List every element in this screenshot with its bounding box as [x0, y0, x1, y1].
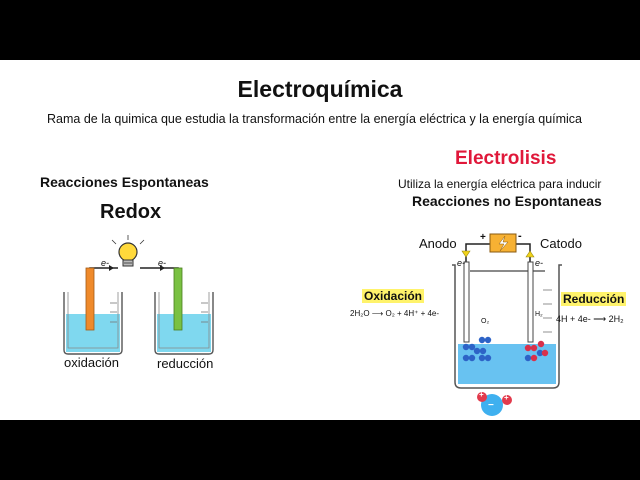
reduction-beaker-label: reducción [157, 356, 214, 371]
slide: Electroquímica Rama de la quimica que es… [0, 60, 640, 420]
letterbox-bottom [0, 420, 640, 480]
hydrogen-molecules [524, 340, 549, 362]
spontaneous-heading: Reacciones Espontaneas [40, 174, 209, 190]
oxidation-beaker-label: oxidación [64, 355, 119, 370]
electron-label-left: e- [101, 258, 110, 268]
left-beaker [63, 267, 123, 355]
lightning-icon [498, 235, 509, 252]
redox-label: Redox [100, 201, 162, 223]
anode-electrode [85, 267, 95, 331]
oxygen-molecules [462, 336, 492, 362]
reduction-equation: 4H + 4e- ⟶ 2H₂ [556, 314, 624, 324]
page-title: Electroquímica [237, 76, 403, 102]
cathode-rod [527, 261, 534, 343]
battery-minus-sign: - [518, 230, 522, 242]
right-beaker [154, 267, 214, 355]
arrow-cathode [525, 250, 535, 258]
electron-label-right: e- [158, 258, 167, 268]
galvanic-cell [63, 235, 214, 355]
reduction-highlight: Reducción [561, 292, 627, 306]
anode-label: Anodo [419, 236, 457, 251]
beaker-outline [452, 264, 562, 389]
wire-cathode [516, 243, 531, 262]
electrolysis-cell [452, 233, 562, 416]
cathode-label: Catodo [540, 236, 582, 251]
o2-label: O₂ [481, 318, 490, 325]
ion-minus: − [488, 400, 494, 411]
h2-label: H₂ [535, 311, 543, 318]
oxidation-label: Oxidación [362, 289, 425, 303]
non-spontaneous-heading: Reacciones no Espontaneas [412, 193, 602, 209]
battery-plus-sign: + [480, 232, 486, 243]
electron-label-anode: e- [457, 258, 466, 268]
reduction-label: Reducción [561, 292, 627, 306]
letterbox-top [0, 0, 640, 60]
ion-plus-left: + [479, 390, 484, 399]
electron-label-cathode: e- [535, 258, 544, 268]
arrow-right-wire [160, 265, 165, 271]
oxidation-highlight: Oxidación [362, 289, 425, 303]
cathode-electrode [173, 267, 183, 331]
oxidation-equation: 2H₂O ⟶ O₂ + 4H⁺ + 4e- [350, 309, 440, 318]
wire-right [140, 267, 179, 282]
electrolysis-title: Electrolisis [455, 148, 557, 169]
arrow-left-wire [109, 265, 114, 271]
arrow-anode [461, 250, 471, 258]
page-subtitle: Rama de la quimica que estudia la transf… [47, 112, 583, 126]
wire-anode [465, 243, 490, 262]
diagram-art [63, 233, 562, 416]
water-molecule-icon [477, 392, 512, 416]
lightbulb-icon [111, 235, 145, 267]
anode-rod [463, 261, 470, 343]
electrolysis-description: Utiliza la energía eléctrica para induci… [398, 177, 602, 191]
ion-plus-right: + [504, 393, 509, 402]
